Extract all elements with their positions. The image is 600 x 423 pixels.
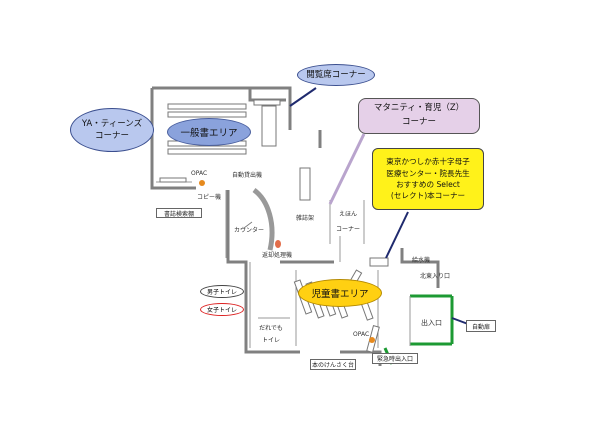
anyone-toilet: だれでも トイレ [256, 322, 286, 344]
reference-shelf-tag: 書誌検索棚 [156, 208, 202, 218]
select-label-3: おすすめの Select [396, 180, 460, 189]
womens-toilet-label: 女子トイレ [206, 307, 237, 314]
select-label-2: 医療センター・院長先生 [386, 168, 470, 178]
wall-right [400, 248, 440, 288]
auto-door-tag: 自動扉 [466, 320, 496, 332]
water-fountain-label: 給水機 [412, 257, 431, 264]
arrow-auto-door [451, 317, 469, 325]
wall-center [226, 190, 300, 354]
emergency-exit-label: 緊急時出入口 [376, 356, 413, 363]
maternity-label-1: マタニティ・育児（Z） [373, 103, 465, 114]
mens-toilet-tag: 男子トイレ [200, 285, 244, 298]
opac-icon [199, 180, 205, 186]
anyone-toilet-label-1: だれでも [259, 324, 283, 332]
picture-books-corner: えほん コーナー [336, 206, 360, 236]
auto-door-label: 自動扉 [471, 323, 490, 331]
shelf [159, 177, 187, 183]
counter-leader [243, 221, 253, 229]
entrance-label: 出入口 [421, 319, 442, 327]
wall-left [150, 88, 196, 190]
counter [252, 187, 275, 251]
select-corner-callout: 東京かつしか赤十字母子 医療センター・院長先生 おすすめの Select (セレ… [372, 148, 484, 210]
reading-corner-callout: 閲覧席コーナー [297, 64, 375, 86]
north-entrance-label: 北東入り口 [420, 273, 451, 280]
ya-corner-label-2: コーナー [94, 131, 129, 141]
wall-upper-left [152, 86, 292, 130]
opac-icon [369, 337, 375, 343]
general-shelves [159, 99, 311, 201]
select-display [369, 257, 389, 267]
maternity-corner-callout: マタニティ・育児（Z） コーナー [358, 98, 480, 134]
reading-corner-label: 閲覧席コーナー [306, 69, 366, 80]
self-checkout-label: 自動貸出機 [232, 172, 263, 179]
book-drop-icon [275, 240, 281, 248]
shelf [261, 105, 277, 147]
arrow-select [385, 211, 409, 259]
counter-label: カウンター [234, 227, 265, 234]
wall-reading-corner [248, 88, 286, 102]
arrow-maternity [328, 133, 366, 205]
inner-lines [156, 181, 379, 348]
shelf [167, 111, 247, 118]
shelf [167, 148, 247, 155]
mens-toilet-label: 男子トイレ [206, 289, 237, 296]
book-consult-label: 本のけんさく台 [311, 362, 354, 369]
opac-label-bottom: OPAC [353, 331, 370, 338]
book-drop-label: 返却処理機 [262, 252, 293, 259]
general-area-label: 一般書エリア [180, 128, 238, 139]
reference-shelf-label: 書誌検索棚 [163, 210, 194, 218]
emergency-exit-tag: 緊急時出入口 [372, 353, 418, 364]
maternity-arrow [328, 133, 366, 205]
anyone-toilet-label-2: トイレ [261, 336, 280, 344]
kids-area-zone: 児童書エリア [298, 279, 382, 307]
arrow-reading-corner [289, 87, 317, 107]
shelf [299, 167, 311, 201]
picture-books-label-1: えほん [338, 211, 357, 218]
opac-label: OPAC [191, 170, 208, 177]
callout-arrows [289, 87, 469, 325]
womens-toilet-tag: 女子トイレ [200, 303, 244, 316]
copier-label: コピー機 [197, 194, 222, 201]
ya-corner-callout: YA・ティーンズ コーナー [70, 108, 154, 152]
book-consult-tag: 本のけんさく台 [310, 359, 356, 370]
select-label-4: (セレクト)本コーナー [390, 191, 466, 201]
kids-area-label: 児童書エリア [311, 289, 369, 300]
ya-corner-label-1: YA・ティーンズ [81, 118, 143, 129]
shelf [167, 103, 247, 110]
shelf [253, 99, 281, 106]
magazines-label: 雑誌架 [296, 215, 315, 222]
maternity-label-2: コーナー [401, 117, 436, 127]
picture-books-label-2: コーナー [336, 226, 361, 233]
select-label-1: 東京かつしか赤十字母子 [386, 157, 470, 167]
general-area-zone: 一般書エリア [167, 118, 251, 146]
